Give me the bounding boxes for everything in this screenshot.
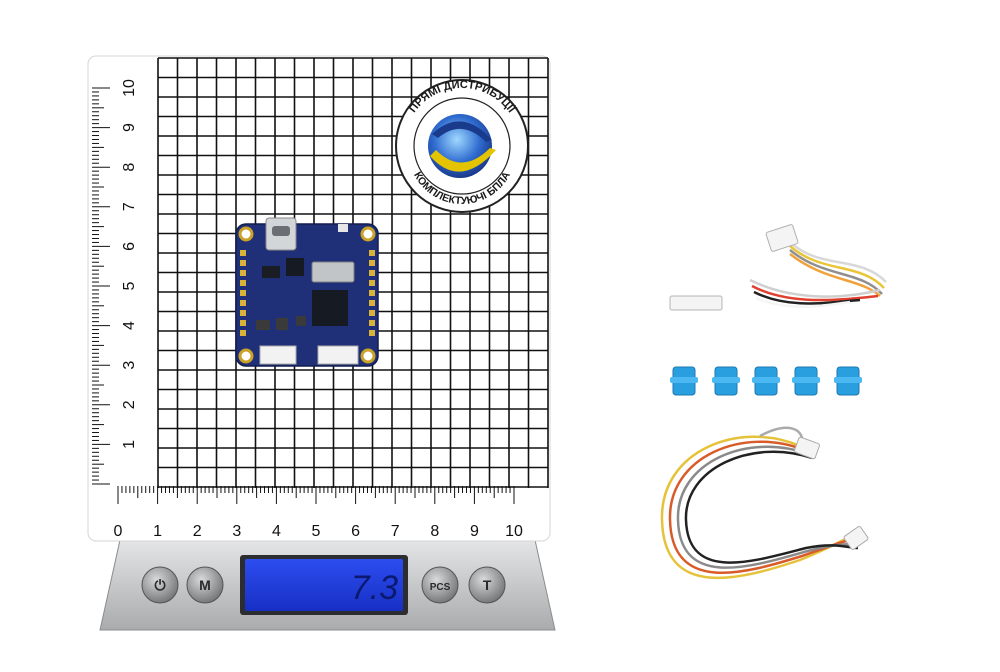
baro-shield	[311, 261, 355, 283]
short-cable	[749, 241, 887, 308]
digital-scale: 7.3 ⏻ M PCS T	[99, 539, 556, 631]
connector-cap	[712, 366, 740, 396]
ruler-y-label: 9	[121, 123, 138, 132]
ruler-x-label: 6	[351, 523, 360, 540]
ruler-x-label: 0	[114, 523, 123, 540]
connector-cap	[834, 366, 862, 396]
ruler-x-label: 3	[232, 523, 241, 540]
power-button[interactable]: ⏻	[141, 566, 179, 604]
cable-connector	[843, 525, 869, 551]
ruler-x-axis: 0 1 2 3 4 5 6 7 8 9 10	[114, 523, 523, 540]
svg-text:M: M	[199, 577, 211, 593]
ruler-y-label: 6	[121, 242, 138, 251]
cable-connector	[765, 224, 799, 252]
ruler-x-label: 5	[312, 523, 321, 540]
ruler-y-label: 7	[121, 202, 138, 211]
pcs-button[interactable]: PCS	[421, 566, 459, 604]
svg-text:PCS: PCS	[430, 582, 451, 593]
loose-connector	[669, 295, 723, 311]
jst-connector	[259, 345, 297, 365]
jst-connector	[317, 345, 359, 365]
distributor-badge: ПРЯМІ ДИСТРИБУЦІЇ КОМПЛЕКТУЮЧІ БПЛА	[395, 79, 529, 213]
ruler-y-label: 1	[121, 440, 138, 449]
arrow-icon	[430, 148, 496, 172]
mode-button[interactable]: M	[186, 566, 224, 604]
ruler-x-label: 8	[430, 523, 439, 540]
mount-hole	[238, 226, 254, 242]
ruler-x-label: 2	[193, 523, 202, 540]
svg-text:⏻: ⏻	[154, 577, 165, 593]
ruler-y-label: 2	[121, 400, 138, 409]
ruler-y-label: 8	[121, 163, 138, 172]
ruler-x-label: 4	[272, 523, 281, 540]
mount-hole	[360, 348, 376, 364]
long-cable	[660, 426, 859, 580]
ruler-x-label: 1	[153, 523, 162, 540]
ruler-x-label: 7	[391, 523, 400, 540]
connector-cap	[670, 366, 698, 396]
ruler-y-label: 10	[121, 79, 138, 97]
flight-controller-board	[235, 217, 379, 367]
ruler-x-label: 9	[470, 523, 479, 540]
mount-hole	[238, 348, 254, 364]
weight-readout: 7.3	[351, 569, 398, 607]
ruler-y-label: 5	[121, 281, 138, 290]
solder-pads	[240, 250, 375, 336]
cable-connector	[793, 436, 821, 460]
mcu-chip	[312, 290, 348, 326]
connector-cap	[792, 366, 820, 396]
tare-button[interactable]: T	[468, 566, 506, 604]
lcd-display	[245, 559, 403, 611]
ruler-y-axis: 1 2 3 4 5 6 7 8 9 10	[121, 79, 138, 449]
mount-hole	[360, 226, 376, 242]
svg-text:T: T	[483, 577, 492, 593]
connector-caps	[670, 366, 862, 396]
ruler-y-label: 3	[121, 361, 138, 370]
ruler-y-label: 4	[121, 321, 138, 330]
accessories	[660, 224, 887, 580]
connector-cap	[752, 366, 780, 396]
ruler-x-label: 10	[505, 523, 523, 540]
ruler-ticks	[92, 87, 515, 504]
